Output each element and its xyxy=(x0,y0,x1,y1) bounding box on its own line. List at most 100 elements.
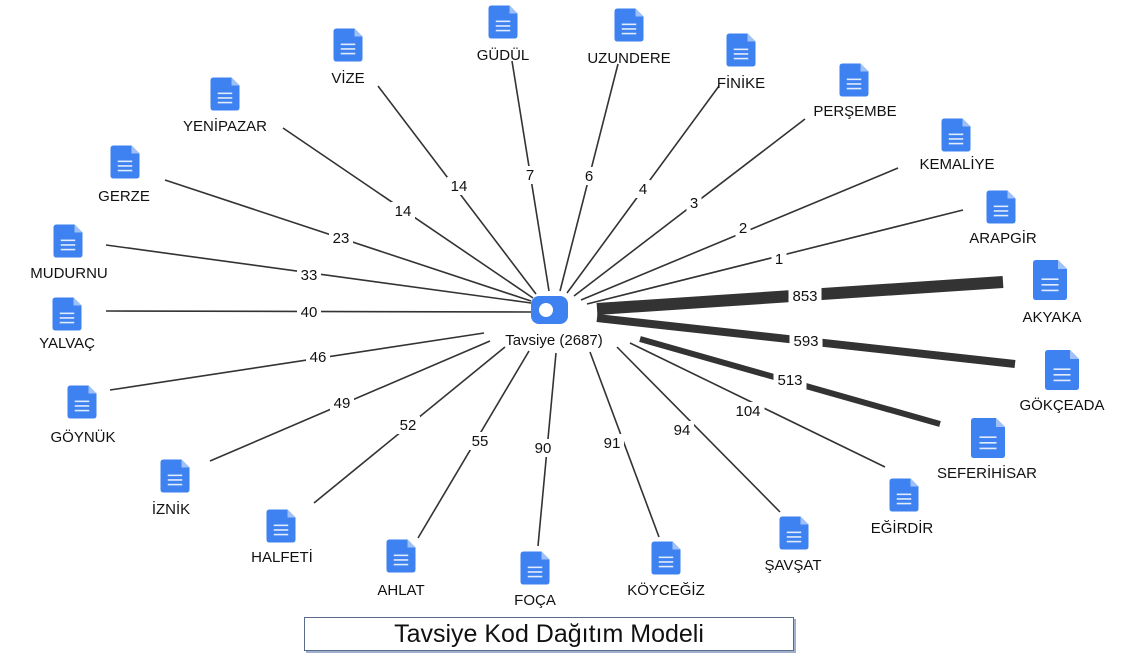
edge-label-background xyxy=(329,229,353,247)
edge-value-label: 52 xyxy=(400,417,417,434)
node-label: FOÇA xyxy=(514,592,556,609)
node-label: GÜDÜL xyxy=(477,46,530,64)
node-11[interactable]: YALVAÇ xyxy=(39,297,95,353)
edge-line xyxy=(616,346,781,513)
node-2[interactable]: SEFERİHİSAR xyxy=(937,418,1037,482)
node-8[interactable]: HALFETİ xyxy=(251,509,313,567)
node-label: SEFERİHİSAR xyxy=(937,464,1037,482)
edge-value-label: 14 xyxy=(451,178,468,195)
edge-label-background xyxy=(771,250,787,268)
node-18[interactable]: FİNİKE xyxy=(717,33,765,93)
document-icon xyxy=(1045,350,1079,390)
edge-label-background xyxy=(581,167,597,185)
edge-value-label: 94 xyxy=(674,422,691,439)
node-label: YALVAÇ xyxy=(39,335,95,352)
edge-label-background xyxy=(306,348,330,366)
node-label: AKYAKA xyxy=(1023,309,1082,326)
node-17[interactable]: UZUNDERE xyxy=(587,8,671,68)
document-icon xyxy=(333,28,363,62)
edge-value-label: 853 xyxy=(792,288,817,305)
node-7[interactable]: AHLAT xyxy=(377,539,425,600)
document-icon xyxy=(67,385,97,419)
document-icon xyxy=(266,509,296,543)
document-icon xyxy=(210,77,240,111)
edge-label-background xyxy=(600,434,624,452)
document-icon xyxy=(110,145,140,179)
document-icon xyxy=(53,224,83,258)
document-icon xyxy=(160,459,190,493)
document-icon xyxy=(971,418,1005,458)
edge-line xyxy=(109,332,485,391)
edge-value-label: 14 xyxy=(395,203,412,220)
node-label: ARAPGİR xyxy=(969,229,1037,247)
edge-label-background xyxy=(522,166,538,184)
edge-value-label: 3 xyxy=(690,195,698,212)
edge-label-background xyxy=(531,439,555,457)
node-21[interactable]: ARAPGİR xyxy=(969,190,1037,248)
node-label: EĞİRDİR xyxy=(871,519,934,537)
node-19[interactable]: PERŞEMBE xyxy=(813,63,897,121)
node-16[interactable]: GÜDÜL xyxy=(477,5,530,65)
edge-label-background xyxy=(773,371,807,389)
node-label: PERŞEMBE xyxy=(813,103,896,120)
document-icon xyxy=(1033,260,1067,300)
node-6[interactable]: FOÇA xyxy=(514,551,556,610)
toggle-knob xyxy=(539,303,553,317)
edge-label-background xyxy=(735,219,751,237)
edge-value-label: 91 xyxy=(604,435,621,452)
edge-value-label: 1 xyxy=(775,251,783,268)
document-icon xyxy=(386,539,416,573)
edge-value-label: 46 xyxy=(310,349,327,366)
edge-value-label: 40 xyxy=(301,304,318,321)
node-label: GERZE xyxy=(98,188,150,205)
diagram-caption: Tavsiye Kod Dağıtım Modeli xyxy=(304,617,794,651)
edge-value-label: 593 xyxy=(793,333,818,350)
document-icon xyxy=(779,516,809,550)
node-label: KEMALİYE xyxy=(919,155,994,173)
edge-label-background xyxy=(670,421,694,439)
edge-label-background xyxy=(731,402,765,420)
edge-label-background xyxy=(297,303,321,321)
node-label: MUDURNU xyxy=(30,265,108,282)
node-label: GÖYNÜK xyxy=(50,428,115,446)
edge-value-label: 90 xyxy=(535,440,552,457)
edge-label-background xyxy=(330,394,354,412)
edge-label-background xyxy=(297,266,321,284)
edge-value-label: 513 xyxy=(777,372,802,389)
edge-value-label: 2 xyxy=(739,220,747,237)
node-label: VİZE xyxy=(331,69,364,87)
document-icon xyxy=(889,478,919,512)
node-0[interactable]: AKYAKA xyxy=(1023,260,1082,326)
edge-value-label: 6 xyxy=(585,168,593,185)
edge-value-label: 4 xyxy=(639,181,647,198)
node-label: ŞAVŞAT xyxy=(765,557,822,574)
node-5[interactable]: KÖYCEĞİZ xyxy=(627,541,705,600)
node-4[interactable]: ŞAVŞAT xyxy=(765,516,822,575)
node-label: KÖYCEĞİZ xyxy=(627,581,705,599)
center-node[interactable]: Tavsiye (2687) xyxy=(505,296,603,349)
node-9[interactable]: İZNİK xyxy=(152,459,190,519)
node-label: UZUNDERE xyxy=(587,50,670,67)
node-12[interactable]: MUDURNU xyxy=(30,224,108,283)
edge-label-background xyxy=(635,180,651,198)
document-icon xyxy=(941,118,971,152)
node-10[interactable]: GÖYNÜK xyxy=(50,385,116,447)
document-icon xyxy=(986,190,1016,224)
node-label: FİNİKE xyxy=(717,74,765,92)
center-node-label: Tavsiye (2687) xyxy=(505,332,603,349)
node-15[interactable]: VİZE xyxy=(331,28,365,88)
node-13[interactable]: GERZE xyxy=(98,145,150,206)
document-icon xyxy=(614,8,644,42)
node-label: AHLAT xyxy=(377,582,424,599)
node-label: GÖKÇEADA xyxy=(1019,396,1104,414)
document-icon xyxy=(839,63,869,97)
document-icon xyxy=(651,541,681,575)
edge-label-background xyxy=(396,416,420,434)
edge-label-background xyxy=(468,432,492,450)
edge-label-background xyxy=(789,332,823,350)
document-icon xyxy=(726,33,756,67)
node-1[interactable]: GÖKÇEADA xyxy=(1019,350,1105,414)
node-3[interactable]: EĞİRDİR xyxy=(871,478,934,538)
node-20[interactable]: KEMALİYE xyxy=(919,118,995,174)
node-14[interactable]: YENİPAZAR xyxy=(183,77,267,136)
